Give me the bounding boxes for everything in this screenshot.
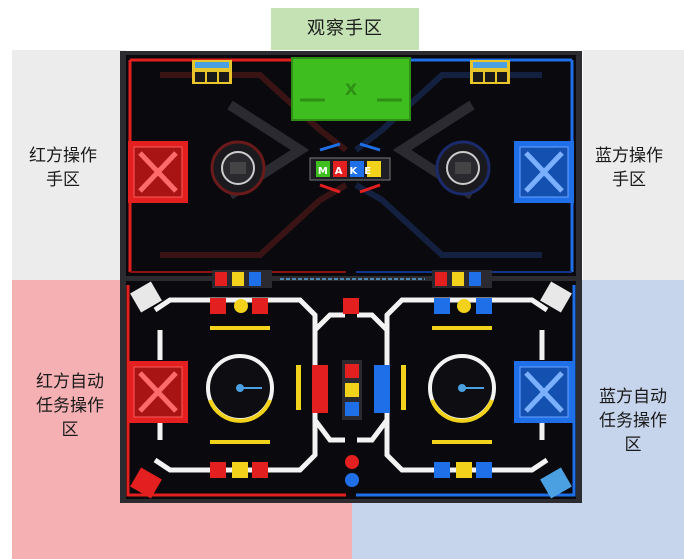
red-base-bottom: [128, 361, 188, 423]
red-base-top: [128, 141, 188, 203]
corner-robots: [130, 281, 572, 499]
red-auto-zone-label: 红方自动任务操作区: [36, 372, 104, 440]
blue-base-top: [514, 141, 574, 203]
red-top-charger: [192, 60, 232, 84]
red-operator-zone-label: 红方操作手区: [29, 146, 97, 190]
observer-zone: [271, 8, 419, 50]
blue-base-bottom: [514, 361, 574, 423]
observer-zone-label: 观察手区: [307, 18, 383, 39]
yellow-markers: [210, 326, 492, 444]
cross-tiles: [210, 298, 492, 478]
observer-green-pad: [292, 58, 410, 120]
center-sign-text: MAKE: [318, 166, 378, 177]
center-divider: [212, 270, 492, 288]
center-column-blocks: [342, 360, 362, 487]
blue-operator-zone-label: 蓝方操作手区: [595, 146, 663, 190]
blue-dial: [428, 354, 496, 423]
observer-pad-mark: X: [345, 80, 358, 99]
red-robot-circle: [210, 140, 266, 196]
blue-robot-circle: [435, 140, 491, 196]
blue-operator-zone: [583, 50, 684, 280]
red-dial: [206, 354, 274, 423]
blue-auto-zone-label: 蓝方自动任务操作区: [599, 387, 667, 455]
center-make-sign: MAKE: [309, 142, 391, 194]
red-operator-zone: [12, 50, 126, 280]
blue-top-charger: [470, 60, 510, 84]
